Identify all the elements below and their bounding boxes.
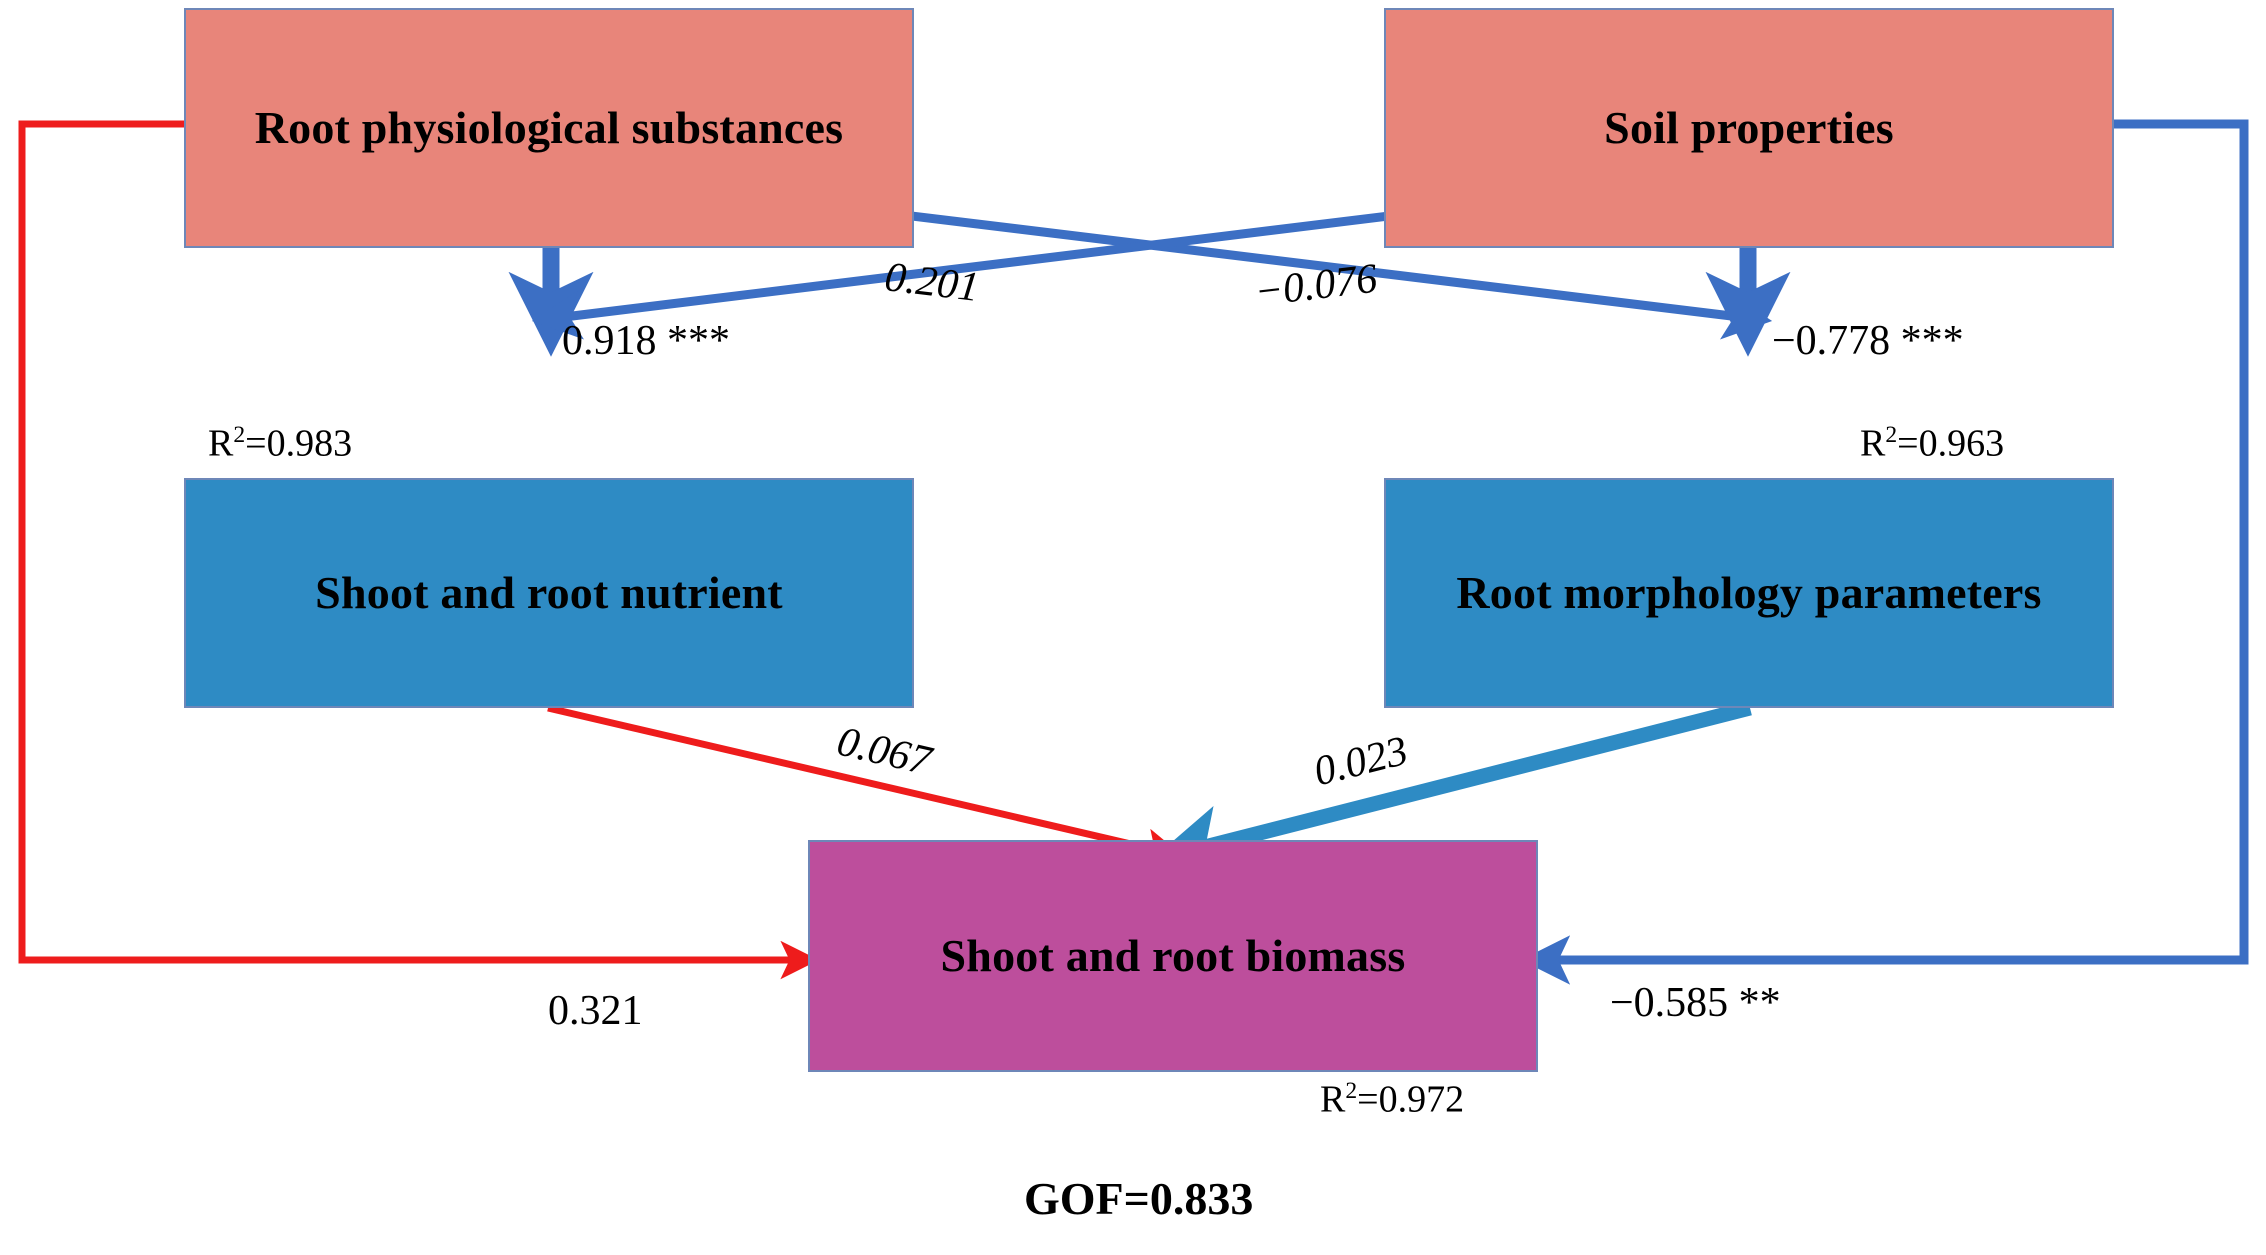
path-arrow-p6 xyxy=(1150,700,1752,879)
r2-shoot-and-root-nutrient: R2=0.983 xyxy=(208,422,353,465)
node-label: Shoot and root biomass xyxy=(940,929,1406,981)
r2-value: =0.983 xyxy=(245,422,353,465)
node-label: Root morphology parameters xyxy=(1456,566,2042,618)
r2-superscript: 2 xyxy=(1885,422,1898,448)
r2-prefix: R xyxy=(208,422,234,465)
r2-shoot-and-root-biomass: R2=0.972 xyxy=(1320,1078,1465,1121)
path-arrow-p7 xyxy=(18,120,819,980)
r2-value: =0.963 xyxy=(1897,422,2005,465)
path-label-p8: −0.585 ** xyxy=(1610,980,1781,1026)
path-label-p1: 0.918 *** xyxy=(562,318,730,364)
node-root-physiological-substances[interactable]: Root physiological substances xyxy=(184,8,914,248)
node-soil-properties[interactable]: Soil properties xyxy=(1384,8,2114,248)
node-root-morphology-parameters[interactable]: Root morphology parameters xyxy=(1384,478,2114,708)
r2-prefix: R xyxy=(1320,1078,1346,1121)
r2-superscript: 2 xyxy=(233,422,246,448)
path-arrow-p8 xyxy=(1520,119,2249,985)
node-label: Shoot and root nutrient xyxy=(315,566,783,618)
node-label: Soil properties xyxy=(1604,101,1894,153)
node-shoot-and-root-nutrient[interactable]: Shoot and root nutrient xyxy=(184,478,914,708)
r2-superscript: 2 xyxy=(1345,1078,1358,1104)
path-label-p4: −0.778 *** xyxy=(1772,318,1964,364)
node-label: Root physiological substances xyxy=(254,101,844,153)
path-label-p7: 0.321 xyxy=(548,988,643,1034)
r2-value: =0.972 xyxy=(1357,1078,1465,1121)
node-shoot-and-root-biomass[interactable]: Shoot and root biomass xyxy=(808,840,1538,1072)
path-arrow-p5 xyxy=(547,704,1184,867)
r2-root-morphology-parameters: R2=0.963 xyxy=(1860,422,2005,465)
path-label-p2: 0.201 xyxy=(882,254,982,312)
goodness-of-fit-label: GOF=0.833 xyxy=(1024,1173,1254,1224)
r2-prefix: R xyxy=(1860,422,1886,465)
